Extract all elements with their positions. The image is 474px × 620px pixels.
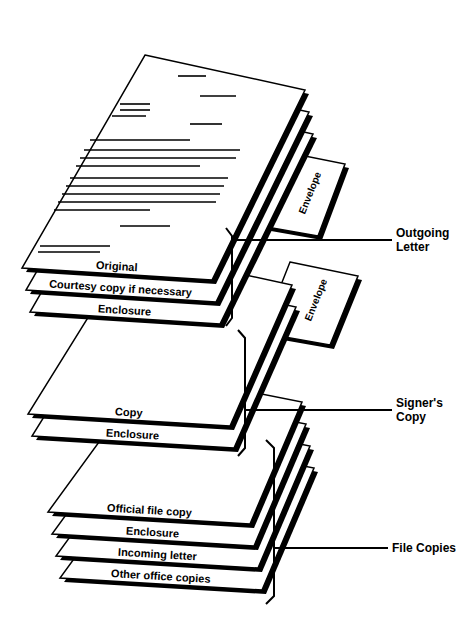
- sheet-face: [52, 394, 306, 546]
- paper-sheet: Original: [20, 53, 313, 288]
- sheet-label: Original: [96, 259, 138, 274]
- leader-line: [274, 547, 388, 549]
- sheet-face: [26, 77, 309, 302]
- sheet-face: [56, 416, 310, 568]
- group-label: Outgoing Letter: [396, 226, 468, 254]
- group-label: File Copies: [392, 541, 470, 555]
- sheet-face: [48, 372, 302, 524]
- paper-sheet-outline: [20, 53, 313, 288]
- sheet-label: Copy: [115, 405, 143, 419]
- sheet-edge: [30, 81, 313, 306]
- sheet-face: [60, 438, 314, 590]
- group-label: Signer's Copy: [396, 396, 468, 424]
- sheet-face: [250, 150, 345, 236]
